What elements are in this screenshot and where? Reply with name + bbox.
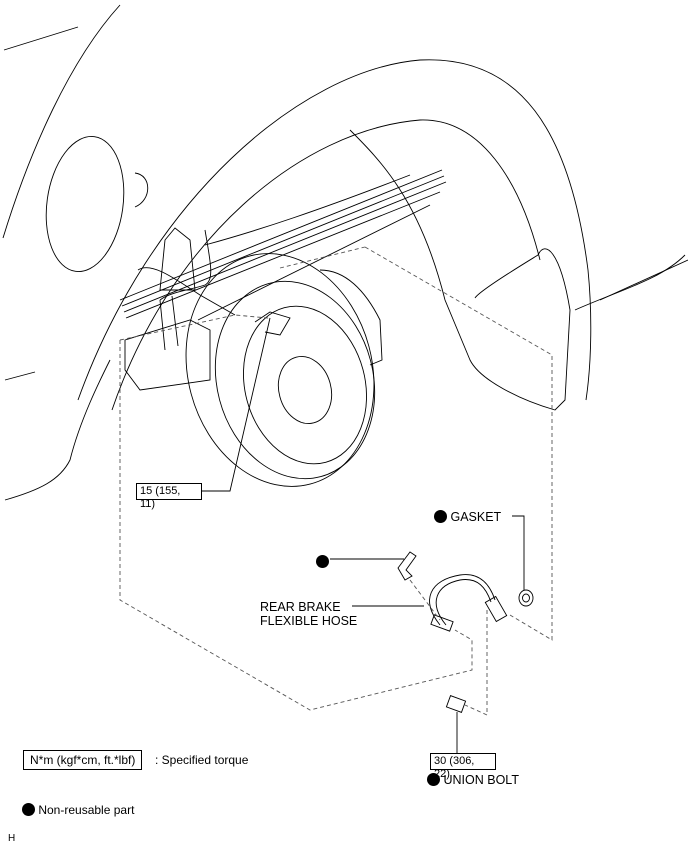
- dashed-guide-right: [364, 246, 553, 641]
- torque-lower-line1: 30 (306,: [434, 755, 475, 767]
- flexible-hose: [429, 574, 496, 626]
- frame-line-2: [197, 204, 431, 321]
- leaf-spring-3: [123, 181, 447, 313]
- brake-line: [137, 267, 236, 316]
- bump-stop: [159, 227, 196, 291]
- gasket-label-group: GASKET: [434, 510, 501, 524]
- legend-torque-box: N*m (kgf*cm, ft.*lbf): [23, 750, 143, 770]
- leader-upper-torque: [202, 317, 271, 492]
- body-line-top: [3, 26, 79, 51]
- axle-housing: [124, 319, 211, 391]
- wheelhouse-edge: [159, 229, 212, 301]
- dashed-guide-outer: [119, 340, 473, 711]
- torque-upper-line1: 15 (155,: [140, 485, 181, 497]
- hose-label-line1: REAR BRAKE: [260, 600, 341, 614]
- torque-callout-lower: 30 (306,: [430, 753, 496, 770]
- dashed-guide-top: [279, 246, 366, 269]
- lower-left-body: [4, 371, 36, 381]
- non-reusable-dot-icon: [427, 773, 440, 786]
- backing-plate: [185, 253, 375, 487]
- caliper-housing: [319, 269, 383, 366]
- hose-fitting-right: [484, 595, 508, 623]
- drum-inner: [243, 305, 367, 465]
- hose-bracket-on-drum: [254, 311, 291, 336]
- torque-callout-upper: 15 (155,: [136, 483, 202, 500]
- wheelhouse-liner: [349, 129, 571, 411]
- lower-left-body-2: [4, 359, 111, 501]
- fender-inner-arch: [111, 119, 541, 411]
- clip-label-group: [316, 553, 329, 571]
- leader-gasket: [512, 515, 525, 590]
- leaf-spring-1: [119, 169, 443, 301]
- leaf-spring-2: [121, 175, 445, 307]
- union-bolt-label: UNION BOLT: [443, 773, 519, 787]
- side-body-lower: [574, 254, 686, 311]
- dashed-guide-axle: [119, 314, 269, 341]
- gasket-part-inner: [522, 593, 530, 603]
- legend-non-reusable-text: Non-reusable part: [38, 803, 135, 817]
- figure-code: H: [8, 833, 16, 844]
- body-rear-curve: [2, 4, 121, 239]
- union-bolt-part: [445, 695, 467, 713]
- hose-label: REAR BRAKE FLEXIBLE HOSE: [260, 600, 357, 628]
- gasket-part: [518, 589, 534, 607]
- torque-upper-line2: 11): [140, 498, 156, 510]
- frame-line-1: [204, 174, 411, 246]
- non-reusable-dot-icon: [316, 555, 329, 568]
- non-reusable-dot-icon: [434, 510, 447, 523]
- retaining-clip: [397, 551, 417, 581]
- union-bolt-label-group: UNION BOLT: [427, 773, 519, 787]
- dashed-guide-mid: [464, 610, 488, 716]
- hose-fitting-left: [430, 614, 454, 632]
- dashed-guide-clip: [409, 579, 441, 621]
- drum-outer: [214, 280, 376, 480]
- legend-non-reusable: Non-reusable part: [22, 803, 134, 817]
- fuel-cap: [45, 136, 125, 272]
- fuel-cap-hinge: [134, 172, 149, 208]
- legend-torque-desc: : Specified torque: [155, 753, 249, 767]
- non-reusable-dot-icon: [22, 803, 35, 816]
- hose-label-line2: FLEXIBLE HOSE: [260, 614, 358, 628]
- fender-outer-arch: [77, 59, 592, 401]
- flexible-hose-2: [435, 579, 492, 626]
- u-bolt: [159, 295, 179, 351]
- gasket-label: GASKET: [450, 510, 502, 524]
- hub: [277, 356, 333, 424]
